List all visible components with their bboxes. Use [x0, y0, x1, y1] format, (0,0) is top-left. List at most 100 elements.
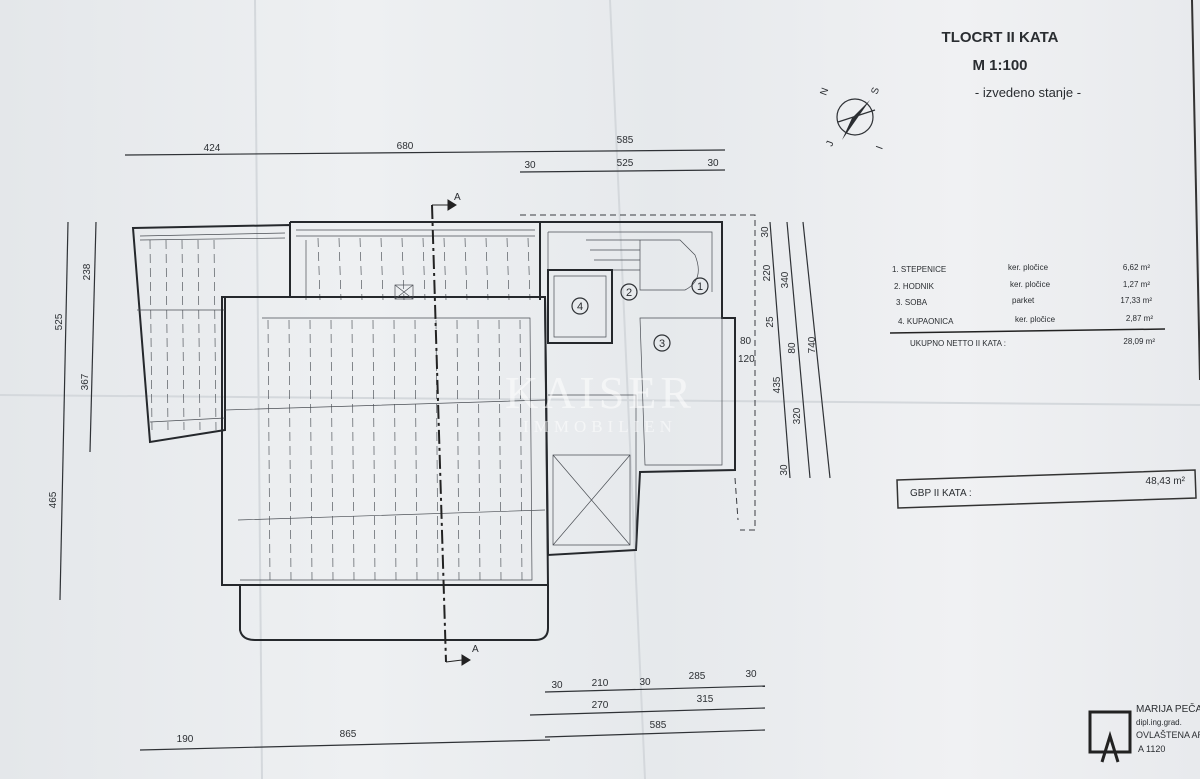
- hatch-line: [519, 319, 523, 581]
- hatch-line: [485, 237, 489, 301]
- svg-text:2. HODNIK: 2. HODNIK: [894, 282, 935, 291]
- svg-text:ker. pločice: ker. pločice: [1015, 315, 1056, 324]
- hatch-line: [330, 319, 334, 581]
- hatch-line: [477, 319, 481, 581]
- dim-label: 210: [592, 678, 609, 689]
- dim-label: 465: [48, 491, 59, 508]
- compass-i: I: [874, 145, 885, 151]
- room-number: 3: [659, 338, 665, 350]
- svg-text:dipl.ing.grad.: dipl.ing.grad.: [1136, 718, 1182, 727]
- dim-label: 320: [792, 407, 803, 424]
- paper-fold: [609, 0, 646, 779]
- svg-text:MARIJA PEČAR: MARIJA PEČAR: [1136, 702, 1200, 715]
- dim-label: 25: [765, 316, 776, 328]
- dim-label: 367: [80, 373, 91, 390]
- right-dimensions: 30 220 25 435 30 340 80 320 740 80 120: [738, 221, 831, 479]
- dim-label: 190: [177, 734, 194, 745]
- dim-label: 30: [707, 158, 719, 169]
- top-dimensions: 424 680 585 30 525 30: [124, 135, 726, 173]
- gbp-box: GBP II KATA : 48,43 m²: [896, 469, 1197, 509]
- compass-s: S: [869, 86, 882, 96]
- dim-label: 525: [54, 313, 65, 330]
- dim-label: 740: [807, 336, 818, 353]
- hatch-line: [149, 239, 153, 431]
- total-value: 28,09 m²: [1123, 337, 1155, 346]
- svg-text:ker. pločice: ker. pločice: [1010, 280, 1051, 289]
- dim-label: 315: [697, 694, 714, 705]
- dim-label: 30: [760, 226, 771, 238]
- compass-n: N: [818, 86, 831, 97]
- area-table: 1. STEPENICE ker. pločice 6,62 m² 2. HODNI…: [889, 263, 1166, 348]
- hatch-line: [317, 237, 321, 301]
- north-arrow-compass-icon: N S J I: [818, 86, 885, 151]
- dim-label: 585: [617, 135, 634, 146]
- hatch-line: [309, 319, 313, 581]
- hatch-line: [506, 237, 510, 301]
- dim-label: 424: [204, 143, 221, 154]
- svg-text:2,87 m²: 2,87 m²: [1126, 314, 1153, 323]
- dim-label: 340: [780, 271, 791, 288]
- dim-label: 680: [397, 141, 414, 152]
- hatch-line: [414, 319, 418, 581]
- plan-title: TLOCRT II KATA: [942, 29, 1059, 46]
- svg-text:IMMOBILIEN: IMMOBILIEN: [523, 417, 677, 436]
- section-line-a-a: A A: [431, 192, 479, 666]
- dim-label: 270: [592, 700, 609, 711]
- room-number: 2: [626, 287, 632, 299]
- dim-label: 30: [779, 464, 790, 476]
- dim-label: 525: [617, 158, 634, 169]
- dim-label: 30: [524, 160, 536, 171]
- sheet-border: [1191, 0, 1200, 381]
- hatch-line: [372, 319, 376, 581]
- roof-hatching: [149, 237, 531, 581]
- svg-text:parket: parket: [1012, 296, 1035, 305]
- hatch-line: [401, 237, 405, 301]
- building-outline: [131, 214, 756, 641]
- hatch-line: [393, 319, 397, 581]
- hatch-line: [527, 237, 531, 301]
- total-label: UKUPNO NETTO II KATA :: [910, 339, 1006, 348]
- svg-text:ker. pločice: ker. pločice: [1008, 263, 1049, 272]
- svg-text:3. SOBA: 3. SOBA: [896, 298, 928, 307]
- room-number: 4: [577, 301, 583, 313]
- hatch-line: [351, 319, 355, 581]
- dim-label: 585: [650, 720, 667, 731]
- hatch-line: [181, 239, 185, 431]
- hatch-line: [443, 237, 447, 301]
- table-row: 1. STEPENICE ker. pločice 6,62 m²: [892, 263, 1150, 274]
- watermark-logo: KAISER IMMOBILIEN: [505, 367, 695, 436]
- hatch-line: [338, 237, 342, 301]
- bottom-dimensions: 30 210 30 285 30 270 315 585 190 865: [139, 669, 766, 751]
- room-number: 1: [697, 281, 703, 293]
- paper-fold: [254, 0, 263, 779]
- dim-label: 238: [82, 263, 93, 280]
- hatch-line: [165, 239, 169, 431]
- hatch-line: [456, 319, 460, 581]
- plan-subtitle: - izvedeno stanje -: [975, 85, 1081, 100]
- dim-label: 30: [551, 680, 563, 691]
- dim-label: 285: [689, 671, 706, 682]
- room-markers: 1 2 3 4: [571, 277, 709, 352]
- dim-label: 30: [745, 669, 757, 680]
- svg-text:KAISER: KAISER: [505, 367, 695, 418]
- svg-text:48,43 m²: 48,43 m²: [1146, 476, 1186, 487]
- hatch-line: [498, 319, 502, 581]
- compass-j: J: [824, 140, 836, 148]
- hatch-line: [197, 239, 201, 431]
- svg-text:OVLAŠTENA ARH: OVLAŠTENA ARH: [1136, 730, 1200, 740]
- hatch-line: [288, 319, 292, 581]
- hatch-line: [267, 319, 271, 581]
- svg-text:6,62 m²: 6,62 m²: [1123, 263, 1150, 272]
- dim-label: 865: [340, 729, 357, 740]
- hatch-line: [380, 237, 384, 301]
- svg-text:1. STEPENICE: 1. STEPENICE: [892, 265, 946, 274]
- left-dimensions: 525 238 367 465: [48, 221, 97, 601]
- dim-label: 30: [639, 677, 651, 688]
- svg-text:A 1120: A 1120: [1138, 744, 1165, 754]
- hatch-line: [464, 237, 468, 301]
